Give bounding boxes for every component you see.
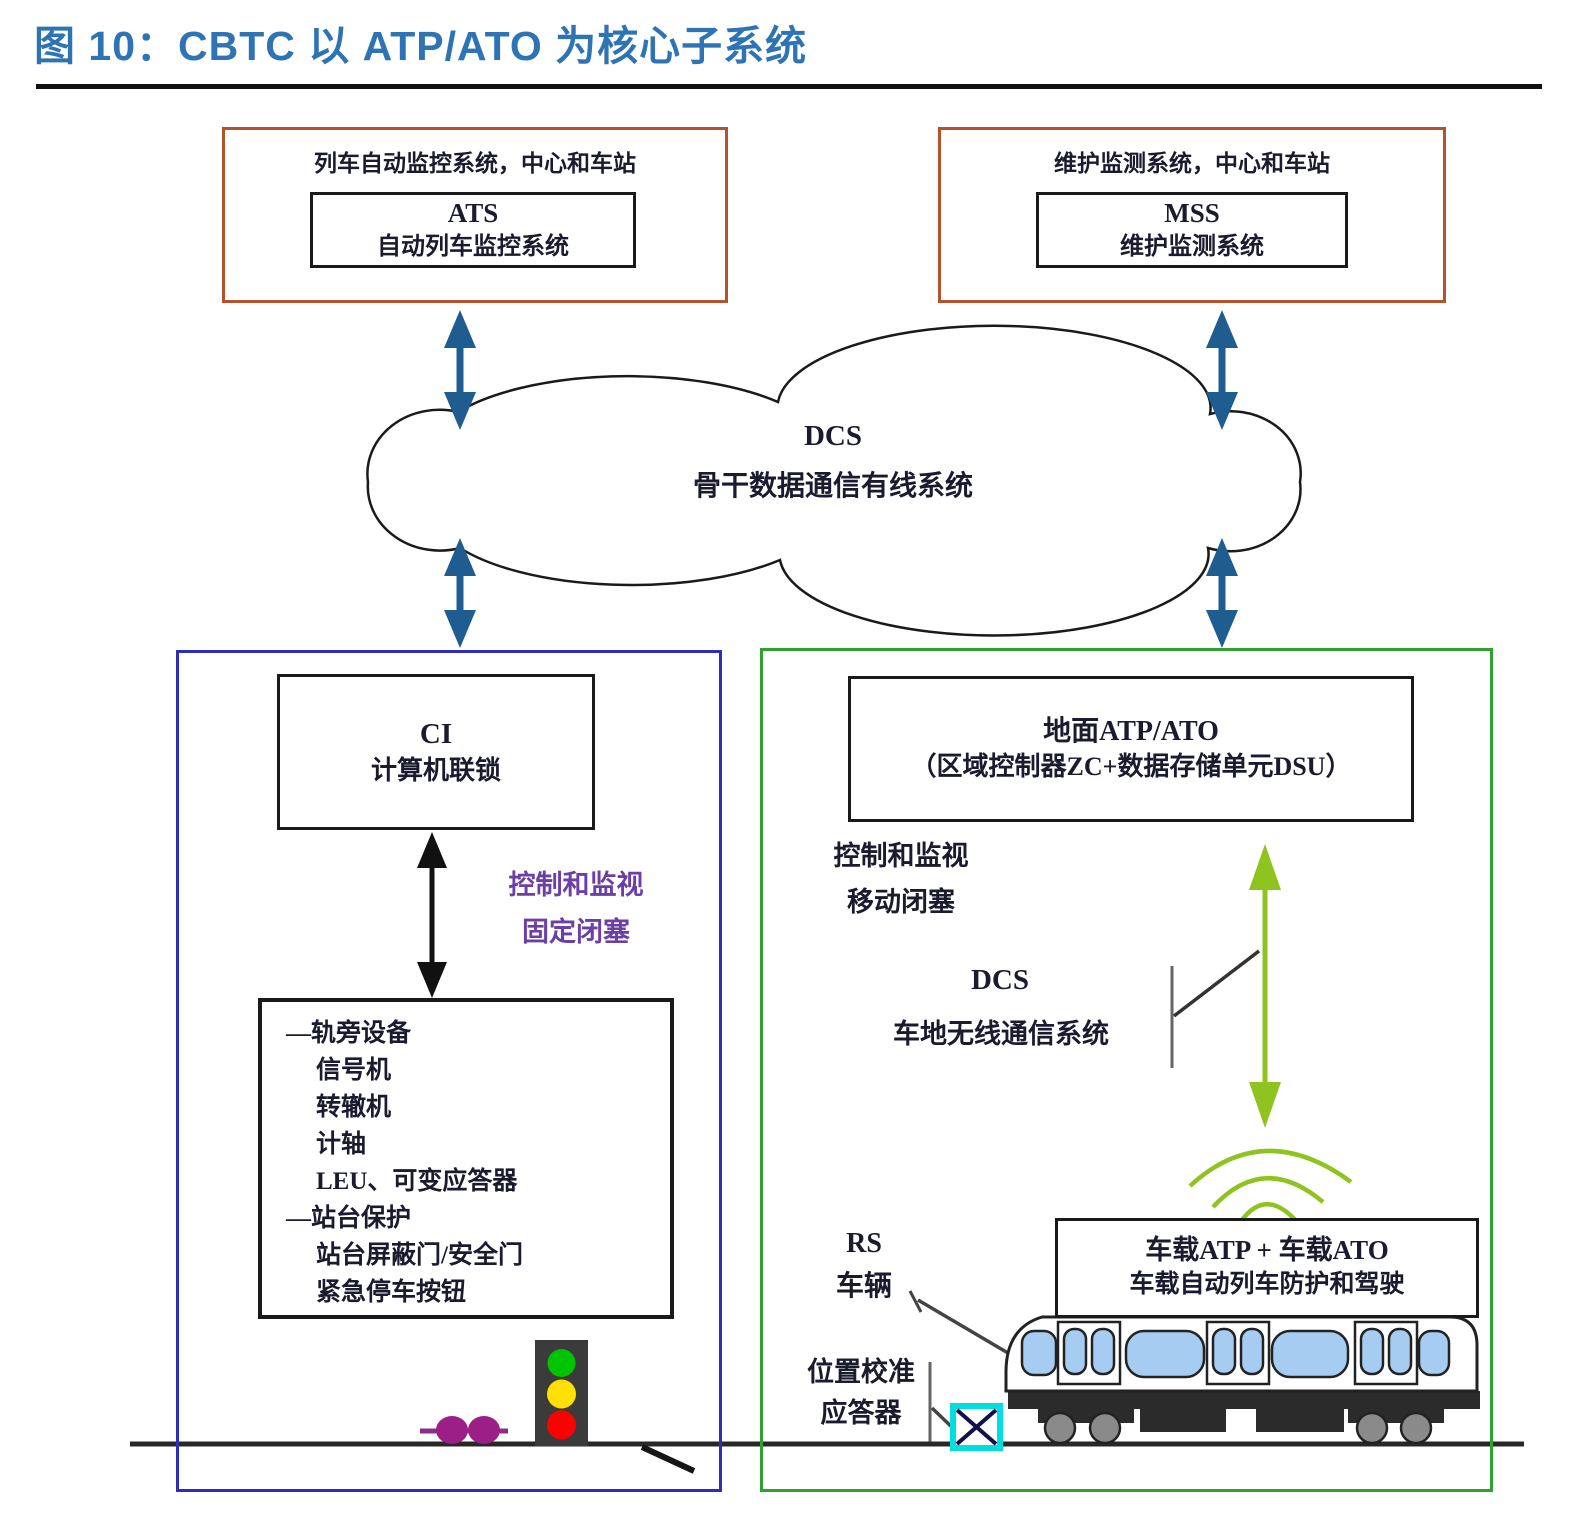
equipment-item: 计轴 [316, 1131, 367, 1158]
train-door [1353, 1320, 1419, 1386]
track-line [130, 1441, 1524, 1474]
ci-mode-line1: 控制和监视 [508, 870, 644, 900]
cloud-shape [366, 324, 1302, 637]
train-door [1205, 1320, 1271, 1386]
balise-icon [950, 1403, 1003, 1451]
arrow-ci-equipment [417, 832, 447, 998]
rolling-stock-label: RS 车辆 [814, 1222, 914, 1309]
atpato-mode-line2: 移动闭塞 [847, 886, 955, 917]
backbone-dcs-name: 骨干数据通信有线系统 [692, 471, 973, 502]
mss-name: 维护监测系统 [1120, 233, 1264, 260]
onboard-title: 车载ATP + 车载ATO [1145, 1235, 1389, 1266]
equipment-item: —站台保护 [286, 1205, 412, 1232]
radio-dcs-abbr: DCS [970, 964, 1029, 996]
ats-caption: 列车自动监控系统，中心和车站 [314, 151, 636, 176]
ci-abbr: CI [419, 718, 453, 751]
equipment-item: 信号机 [316, 1057, 392, 1084]
balise-label: 位置校准 应答器 [776, 1352, 946, 1433]
wayside-equipment-box: —轨旁设备 信号机 转辙机 计轴 LEU、可变应答器 —站台保护 站台屏蔽门/安… [258, 998, 674, 1319]
atpato-panel [760, 648, 1493, 1492]
equipment-item: LEU、可变应答器 [316, 1168, 518, 1195]
ci-panel [176, 650, 722, 1492]
train-door [1056, 1320, 1122, 1386]
rs-callout [908, 1290, 1009, 1355]
equipment-item: 紧急停车按钮 [316, 1279, 467, 1306]
rs-name: 车辆 [835, 1271, 892, 1303]
ats-name: 自动列车监控系统 [377, 233, 569, 260]
axle-counter-icon [420, 1416, 508, 1444]
arrow-mss-dcs [1206, 310, 1238, 430]
arrow-radio-link [1249, 844, 1281, 1128]
mss-panel: 维护监测系统，中心和车站 [938, 127, 1446, 303]
rs-abbr: RS [846, 1228, 882, 1259]
traffic-light-icon [535, 1340, 588, 1446]
ci-mode-label: 控制和监视 固定闭塞 [456, 862, 696, 957]
balise-label-line2: 应答器 [820, 1397, 902, 1428]
title-underline [36, 84, 1542, 89]
wayside-atpato-subtitle: （区域控制器ZC+数据存储单元DSU） [910, 751, 1352, 781]
radio-dcs-name: 车地无线通信系统 [893, 1019, 1109, 1049]
equipment-item: 站台屏蔽门/安全门 [316, 1242, 523, 1269]
radio-dcs-callout [1170, 949, 1261, 1068]
equipment-item: —轨旁设备 [286, 1020, 412, 1047]
atpato-mode-line1: 控制和监视 [833, 841, 969, 871]
arrow-dcs-ci [444, 538, 476, 648]
mss-box: MSS 维护监测系统 [1036, 192, 1348, 268]
wayside-atpato-title: 地面ATP/ATO [1043, 715, 1219, 747]
ats-abbr: ATS [447, 197, 499, 228]
ci-box: CI 计算机联锁 [277, 674, 595, 830]
arrow-dcs-atp [1206, 538, 1238, 648]
onboard-atpato-box: 车载ATP + 车载ATO 车载自动列车防护和驾驶 [1055, 1218, 1479, 1318]
balise-label-line1: 位置校准 [807, 1357, 915, 1387]
ats-box: ATS 自动列车监控系统 [310, 192, 636, 268]
backbone-dcs-abbr: DCS [803, 420, 862, 452]
ci-name: 计算机联锁 [370, 755, 501, 785]
equipment-item: 转辙机 [316, 1094, 392, 1121]
onboard-subtitle: 车载自动列车防护和驾驶 [1129, 1271, 1405, 1298]
mss-abbr: MSS [1164, 197, 1220, 228]
train-icon [1004, 1315, 1480, 1445]
ats-panel: 列车自动监控系统，中心和车站 [222, 127, 728, 303]
mss-caption: 维护监测系统，中心和车站 [1054, 151, 1330, 176]
figure-title: 图 10：CBTC 以 ATP/ATO 为核心子系统 [34, 23, 808, 69]
arrow-ats-dcs [444, 310, 476, 430]
atpato-mode-label: 控制和监视 移动闭塞 [796, 834, 1006, 926]
wayside-atpato-box: 地面ATP/ATO （区域控制器ZC+数据存储单元DSU） [848, 676, 1414, 822]
ci-mode-line2: 固定闭塞 [522, 917, 630, 948]
